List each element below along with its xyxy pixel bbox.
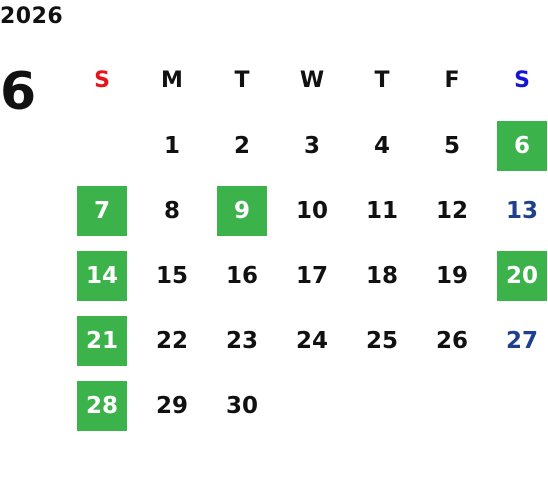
day-cell: 28 bbox=[67, 373, 137, 438]
weekday-header: M bbox=[161, 68, 183, 93]
day-cell: 30 bbox=[207, 373, 277, 438]
day-number: 4 bbox=[373, 132, 390, 159]
day-cell: 25 bbox=[347, 308, 417, 373]
day-number: 30 bbox=[225, 392, 258, 419]
day-number: 22 bbox=[155, 327, 188, 354]
day-number: 2 bbox=[233, 132, 250, 159]
day-cell: 12 bbox=[417, 178, 487, 243]
day-number: 25 bbox=[365, 327, 398, 354]
year-label: 2026 bbox=[0, 4, 64, 29]
day-cell: 22 bbox=[137, 308, 207, 373]
day-number: 12 bbox=[435, 197, 468, 224]
day-number: 23 bbox=[225, 327, 258, 354]
day-cell: 1 bbox=[137, 113, 207, 178]
day-number: 15 bbox=[155, 262, 188, 289]
day-cell: 26 bbox=[417, 308, 487, 373]
day-cell: 7 bbox=[67, 178, 137, 243]
weekday-header: W bbox=[299, 68, 325, 93]
day-number: 17 bbox=[295, 262, 328, 289]
day-number: 7 bbox=[77, 185, 127, 236]
day-cell: 18 bbox=[347, 243, 417, 308]
day-cell: 9 bbox=[207, 178, 277, 243]
day-cell: 15 bbox=[137, 243, 207, 308]
day-cell: 17 bbox=[277, 243, 347, 308]
day-cell: 2 bbox=[207, 113, 277, 178]
empty-day-cell bbox=[67, 113, 137, 178]
day-number: 14 bbox=[77, 250, 127, 301]
weekday-header: F bbox=[444, 68, 460, 93]
day-number: 20 bbox=[497, 250, 547, 301]
day-number: 26 bbox=[435, 327, 468, 354]
weekday-header: S bbox=[514, 68, 530, 93]
day-cell: 24 bbox=[277, 308, 347, 373]
day-number: 9 bbox=[217, 185, 267, 236]
day-number: 27 bbox=[505, 327, 538, 354]
day-cell: 5 bbox=[417, 113, 487, 178]
day-number: 3 bbox=[303, 132, 320, 159]
day-number: 21 bbox=[77, 315, 127, 366]
day-cell: 16 bbox=[207, 243, 277, 308]
weekday-header: S bbox=[94, 68, 110, 93]
empty-day-cell bbox=[487, 373, 548, 438]
day-number: 19 bbox=[435, 262, 468, 289]
day-cell: 6 bbox=[487, 113, 548, 178]
day-number: 11 bbox=[365, 197, 398, 224]
day-number: 10 bbox=[295, 197, 328, 224]
day-number: 24 bbox=[295, 327, 328, 354]
day-cell: 23 bbox=[207, 308, 277, 373]
empty-day-cell bbox=[347, 373, 417, 438]
weekday-header: T bbox=[374, 68, 390, 93]
day-cell: 20 bbox=[487, 243, 548, 308]
day-cell: 8 bbox=[137, 178, 207, 243]
day-number: 8 bbox=[163, 197, 180, 224]
day-number: 28 bbox=[77, 380, 127, 431]
day-cell: 13 bbox=[487, 178, 548, 243]
day-number: 13 bbox=[505, 197, 538, 224]
day-cell: 21 bbox=[67, 308, 137, 373]
day-cell: 10 bbox=[277, 178, 347, 243]
day-cell: 14 bbox=[67, 243, 137, 308]
day-number: 29 bbox=[155, 392, 188, 419]
day-cell: 29 bbox=[137, 373, 207, 438]
day-number: 1 bbox=[163, 132, 180, 159]
day-cell: 3 bbox=[277, 113, 347, 178]
empty-day-cell bbox=[417, 373, 487, 438]
day-cell: 27 bbox=[487, 308, 548, 373]
month-label: 6 bbox=[0, 62, 37, 122]
day-number: 16 bbox=[225, 262, 258, 289]
day-cell: 4 bbox=[347, 113, 417, 178]
day-cell: 19 bbox=[417, 243, 487, 308]
day-number: 5 bbox=[443, 132, 460, 159]
weekday-header: T bbox=[234, 68, 250, 93]
day-cell: 11 bbox=[347, 178, 417, 243]
day-number: 18 bbox=[365, 262, 398, 289]
day-number: 6 bbox=[497, 120, 547, 171]
empty-day-cell bbox=[277, 373, 347, 438]
